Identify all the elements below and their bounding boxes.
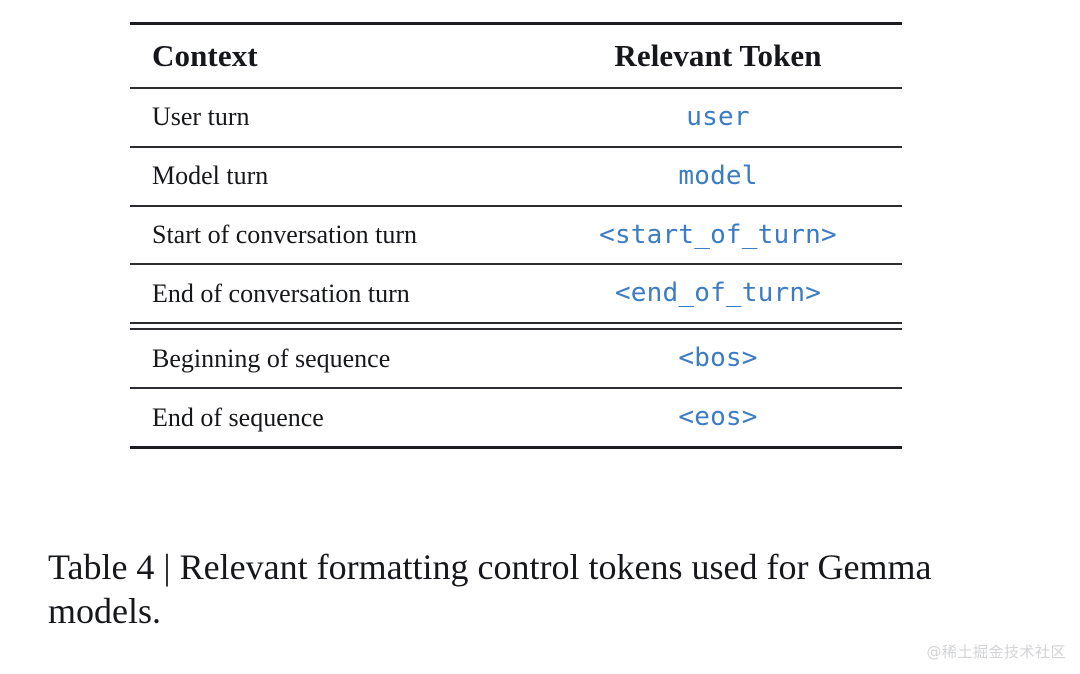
table-header-row: Context Relevant Token — [130, 21, 902, 88]
row-token-cell: user — [550, 86, 902, 147]
row-token-cell: <start_of_turn> — [550, 204, 902, 265]
section-divider-right — [550, 322, 902, 331]
row-context-label: User turn — [130, 86, 550, 147]
table-container: Context Relevant Token User turn user Mo… — [130, 21, 902, 450]
control-tokens-table: Context Relevant Token User turn user Mo… — [130, 21, 902, 450]
section-divider-left — [130, 322, 550, 331]
row-token-cell: <eos> — [550, 387, 902, 450]
row-token-cell: model — [550, 145, 902, 206]
table-header: Context Relevant Token — [130, 21, 902, 88]
row-context-label: Model turn — [130, 145, 550, 206]
row-token-cell: <bos> — [550, 329, 902, 388]
table-caption: Table 4 | Relevant formatting control to… — [48, 547, 932, 631]
row-context-label: Beginning of sequence — [152, 343, 391, 373]
table-row: End of sequence <eos> — [130, 387, 902, 450]
token-value: user — [686, 101, 750, 132]
column-header-token: Relevant Token — [550, 21, 902, 88]
table-row: Model turn model — [130, 145, 902, 206]
token-value: <eos> — [678, 402, 758, 433]
table-row: User turn user — [130, 86, 902, 147]
row-token-cell: <end_of_turn> — [550, 263, 902, 324]
row-context-label: Start of conversation turn — [130, 204, 550, 265]
token-value: <end_of_turn> — [614, 278, 822, 309]
token-value: <bos> — [678, 343, 758, 374]
table-body: User turn user Model turn model Start of… — [130, 86, 902, 450]
column-header-context: Context — [130, 21, 550, 88]
table-row: Beginning of sequence <bos> — [130, 329, 902, 388]
section-divider-double-rule — [130, 322, 902, 331]
token-value: model — [678, 160, 758, 191]
row-context-label: End of conversation turn — [130, 263, 550, 324]
table-row: End of conversation turn <end_of_turn> — [130, 263, 902, 324]
token-value: <start_of_turn> — [599, 219, 837, 250]
table-row: Start of conversation turn <start_of_tur… — [130, 204, 902, 265]
watermark: @稀土掘金技术社区 — [926, 643, 1066, 661]
row-context-label: End of sequence — [130, 387, 550, 450]
